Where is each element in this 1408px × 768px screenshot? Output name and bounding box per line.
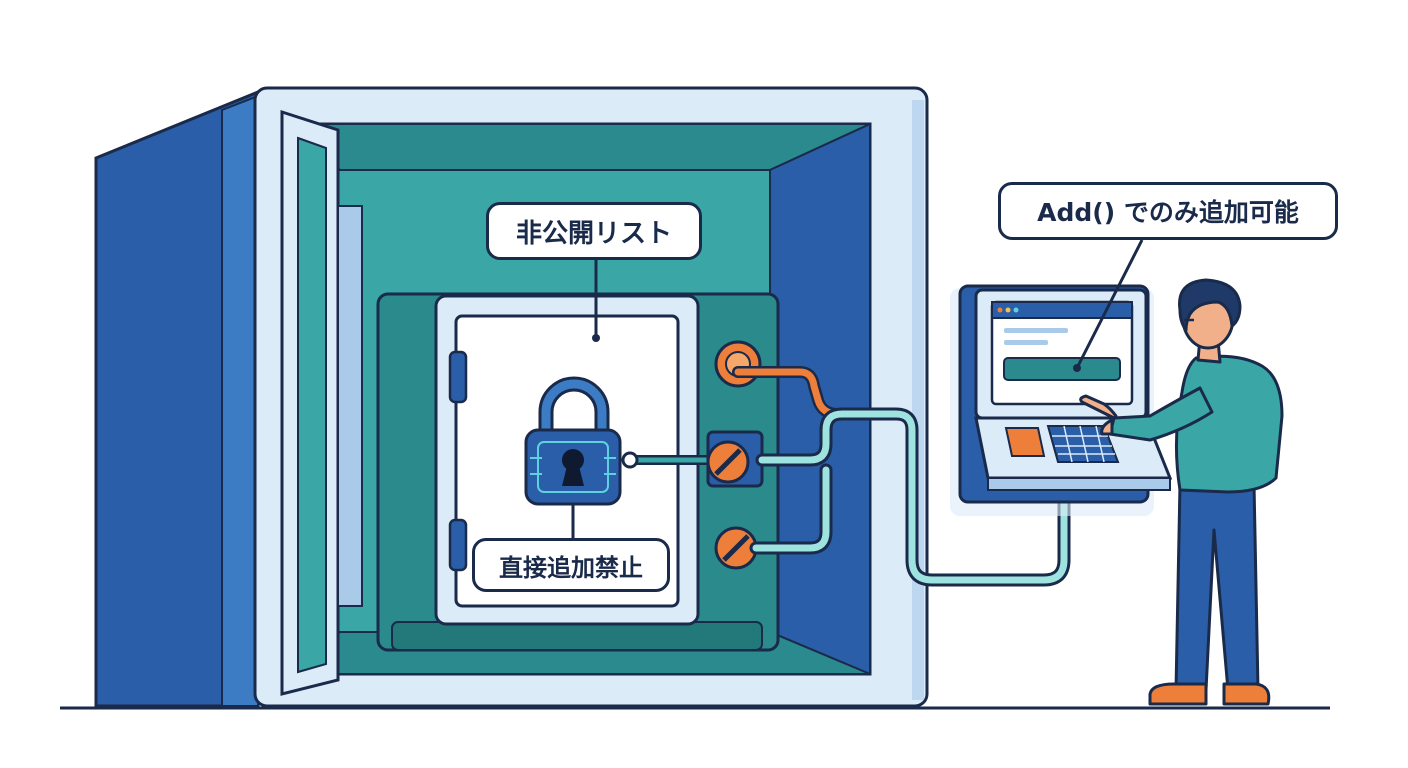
person-figure [1079, 278, 1284, 706]
no-entry-icon [706, 440, 750, 484]
keyhole-icon [562, 449, 584, 486]
safe [94, 86, 929, 708]
keypad-icon[interactable] [1046, 425, 1120, 463]
hinge-bottom [448, 518, 468, 572]
add-button[interactable] [1003, 357, 1121, 381]
terminal-kiosk [950, 284, 1173, 516]
padlock-icon [524, 376, 622, 506]
direct-add-forbidden-label: 直接追加禁止 [472, 538, 670, 592]
add-only-label: Add() でのみ追加可能 [998, 182, 1338, 240]
port-open [714, 340, 762, 388]
connection-pipe [749, 407, 1071, 587]
private-list-label: 非公開リスト [486, 202, 702, 260]
hinge-top [448, 350, 468, 404]
